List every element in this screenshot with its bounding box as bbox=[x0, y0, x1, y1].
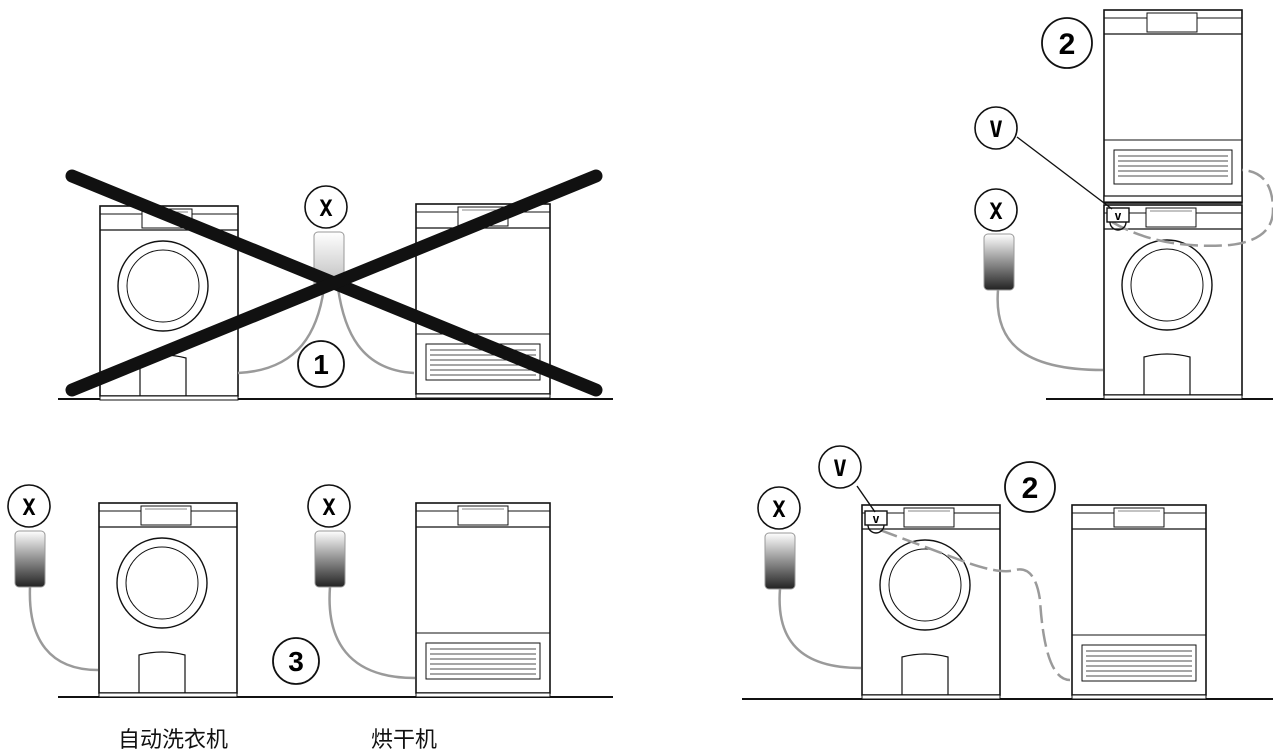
valve-plug-icon: v bbox=[1106, 207, 1130, 231]
socket-label: X bbox=[989, 200, 1002, 225]
tumble-dryer-stacked bbox=[1103, 9, 1243, 204]
dryer-cable bbox=[336, 287, 415, 375]
dryer-cable-dashed bbox=[1111, 168, 1273, 247]
socket-label-circle bbox=[757, 486, 801, 530]
socket-label-circle bbox=[307, 484, 351, 528]
valve-label: V bbox=[989, 118, 1002, 143]
step-1-circle bbox=[297, 340, 345, 388]
valve-pointer-line bbox=[856, 485, 876, 513]
valve-plug-icon: v bbox=[864, 510, 888, 534]
socket-label-circle bbox=[974, 188, 1018, 232]
panel-separate-sockets: X X 3 bbox=[7, 484, 613, 698]
panel-side-by-side-valve: v V X 2 bbox=[742, 445, 1273, 700]
washer-cable bbox=[28, 586, 99, 672]
step-2-label: 2 bbox=[1022, 472, 1039, 505]
step-1-label: 1 bbox=[313, 349, 329, 380]
socket-label: X bbox=[322, 496, 335, 521]
dryer-cable bbox=[328, 586, 416, 680]
washer-cable bbox=[996, 289, 1104, 372]
valve-label-circle bbox=[818, 445, 862, 489]
panel-stacked-installation: v V X 2 bbox=[974, 9, 1273, 400]
washing-machine bbox=[98, 502, 238, 698]
socket-plug-icon bbox=[764, 532, 796, 590]
washer-caption: 自动洗衣机 bbox=[118, 728, 229, 753]
socket-label: X bbox=[319, 197, 332, 222]
panel-wrong-shared-socket: X 1 bbox=[58, 169, 613, 401]
socket-plug-icon bbox=[983, 233, 1015, 291]
dryer-socket-plug-icon bbox=[314, 530, 346, 588]
step-2-circle bbox=[1004, 461, 1056, 513]
valve-pointer-line bbox=[1016, 136, 1113, 210]
socket-label-circle bbox=[7, 484, 51, 528]
step-3-circle bbox=[272, 637, 320, 685]
socket-label: X bbox=[22, 496, 35, 521]
svg-text:v: v bbox=[872, 512, 879, 526]
dryer-caption: 烘干机 bbox=[371, 728, 438, 753]
tumble-dryer bbox=[415, 502, 551, 698]
dryer-cable-dashed bbox=[879, 528, 1071, 682]
socket-label: X bbox=[772, 498, 785, 523]
washing-machine bbox=[861, 504, 1001, 700]
step-2-circle bbox=[1041, 17, 1093, 69]
tumble-dryer bbox=[1071, 504, 1207, 700]
valve-label-circle bbox=[974, 106, 1018, 150]
washer-cable bbox=[778, 588, 862, 670]
step-2-label: 2 bbox=[1059, 28, 1076, 61]
svg-text:v: v bbox=[1114, 209, 1121, 223]
step-3-label: 3 bbox=[288, 646, 304, 677]
socket-label-circle bbox=[304, 185, 348, 229]
washing-machine bbox=[1103, 204, 1243, 400]
washer-socket-plug-icon bbox=[14, 530, 46, 588]
cross-out-line bbox=[65, 169, 603, 397]
valve-label: V bbox=[833, 457, 846, 482]
washer-cable bbox=[237, 287, 326, 375]
